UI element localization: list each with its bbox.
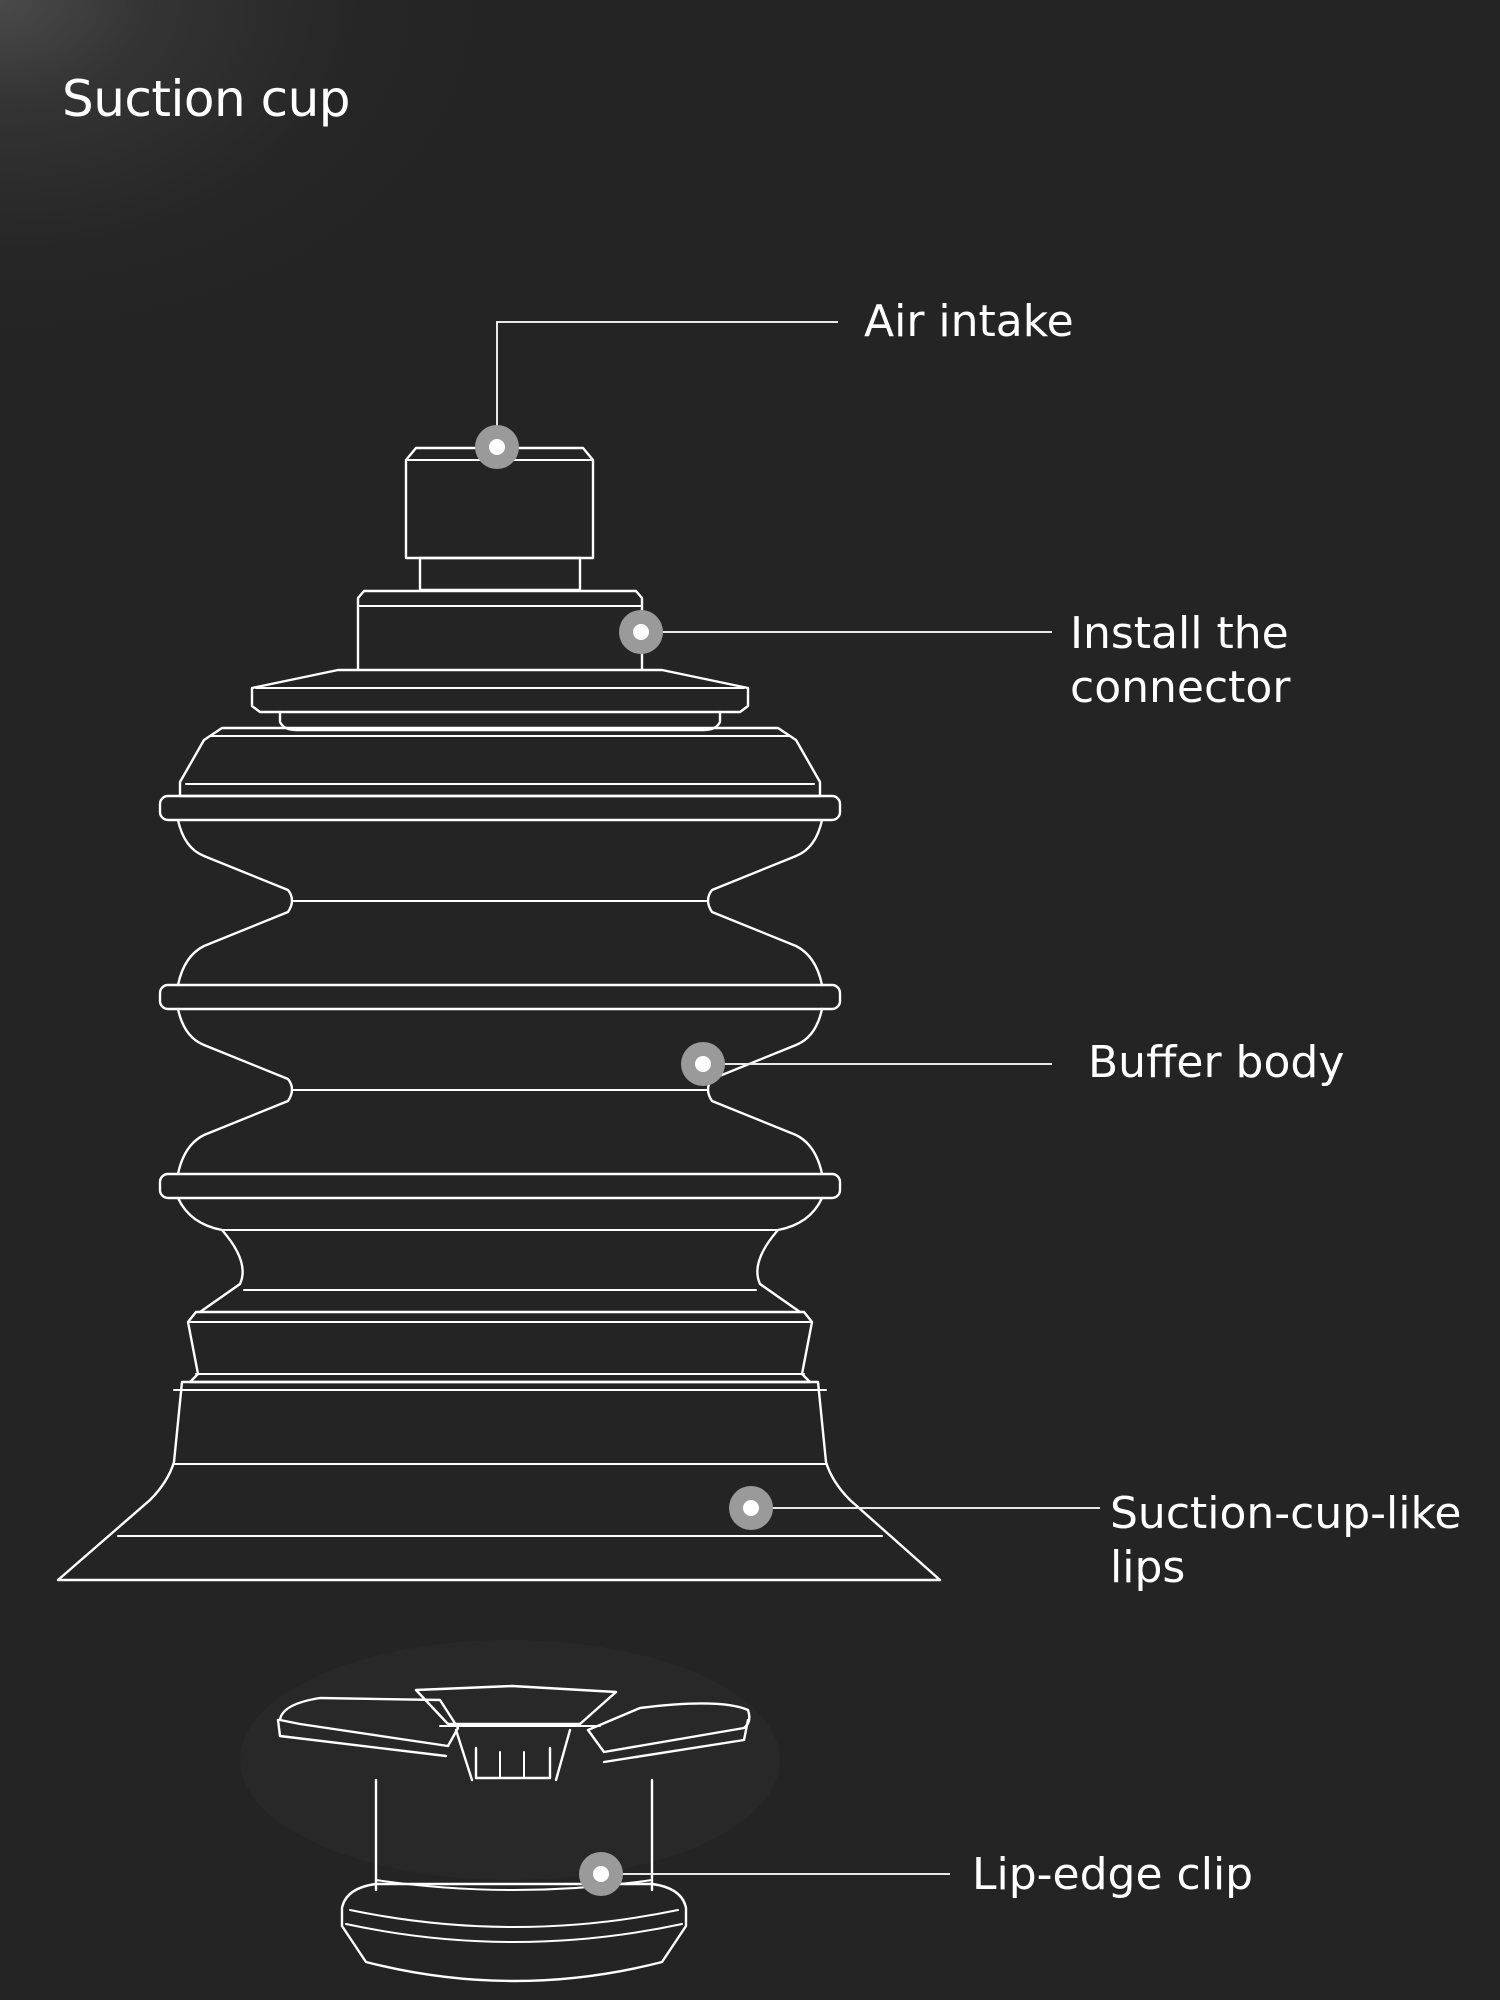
lip-edge-clip: [240, 1640, 780, 1983]
label-suction-cup-lips: Suction-cup-like lips: [1110, 1488, 1462, 1593]
label-air-intake: Air intake: [864, 296, 1074, 347]
callout-lips-leader: [729, 1486, 1100, 1530]
air-intake-nozzle: [404, 446, 595, 592]
callout-connector-leader: [619, 610, 1052, 654]
buffer-body-bellows: [158, 726, 842, 1314]
suction-cup-lips: [56, 1310, 942, 1582]
callout-buffer-body-leader: [681, 1042, 1052, 1086]
connector: [250, 589, 750, 732]
callout-clip-leader: [579, 1852, 950, 1896]
callout-air-intake-leader: [475, 321, 838, 469]
label-install-connector: Install the connector: [1070, 608, 1291, 713]
label-lip-edge-clip: Lip-edge clip: [972, 1849, 1254, 1900]
label-buffer-body: Buffer body: [1088, 1037, 1345, 1088]
page-title: Suction cup: [62, 70, 351, 128]
